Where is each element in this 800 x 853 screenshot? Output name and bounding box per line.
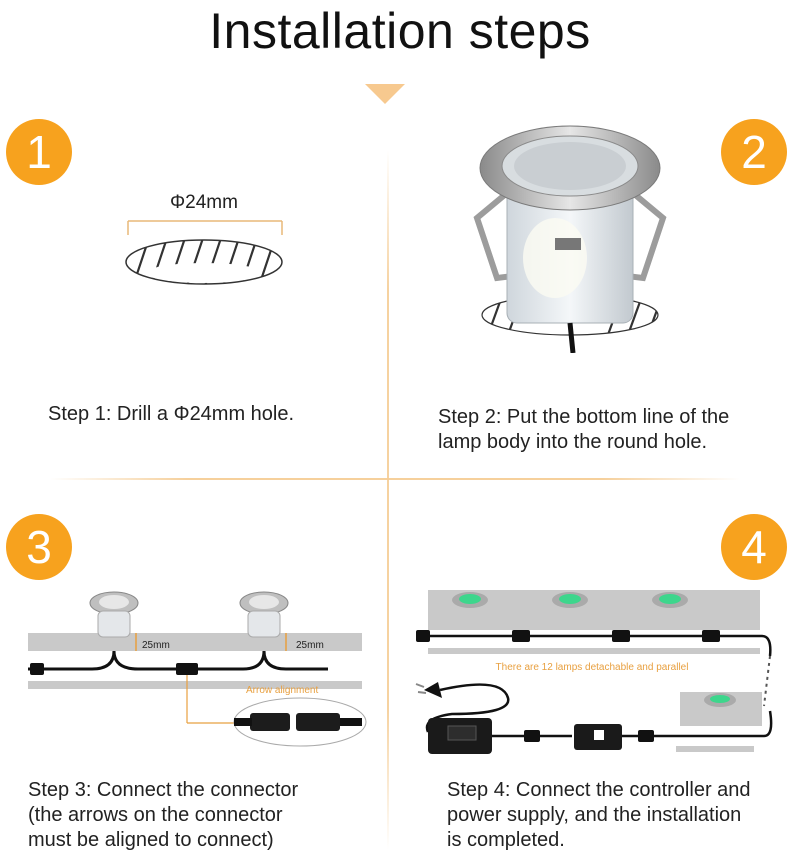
step-1-badge: 1 [6, 119, 72, 185]
step-2-badge: 2 [721, 119, 787, 185]
step-3-badge: 3 [6, 514, 72, 580]
step-2-lamp-image [473, 125, 667, 353]
step-3-text-line-2: (the arrows on the connector [28, 804, 283, 826]
step-4-text: Step 4: Connect the controller and power… [447, 778, 751, 853]
arrow-alignment-label: Arrow alignment [246, 685, 318, 696]
chain-cable [418, 634, 772, 657]
depth-label-left: 25mm [142, 640, 170, 651]
green-lamp-1 [452, 592, 488, 608]
hole-hatch [126, 240, 282, 284]
lamp-right [239, 591, 289, 638]
step-3-text: Step 3: Connect the connector (the arrow… [28, 778, 298, 853]
step-2-text-line-2: lamp body into the round hole. [438, 431, 708, 453]
step-1-hole-diagram: Φ24mm [125, 192, 283, 285]
depth-label-right: 25mm [296, 640, 324, 651]
step-4-badge: 4 [721, 514, 787, 580]
step-4-text-line-3: is completed. [447, 829, 565, 851]
step-4-text-line-1: Step 4: Connect the controller and [447, 779, 751, 801]
horizontal-divider [50, 478, 740, 480]
plug-icon [424, 682, 442, 698]
green-lamp-2 [552, 592, 588, 608]
hole-diameter-label: Φ24mm [170, 192, 238, 213]
lamp-left [89, 591, 139, 638]
step-4-wiring-diagram: There are 12 lamps detachable and parall… [415, 590, 773, 754]
spring-clip-left [473, 190, 514, 282]
step-3-connector-diagram: 25mm 25mm Arrow alignment [28, 591, 367, 747]
step-4-text-line-2: power supply, and the installation [447, 804, 742, 826]
step-1-text: Step 1: Drill a Φ24mm hole. [48, 403, 295, 425]
step-2-text-line-1: Step 2: Put the bottom line of the [438, 406, 730, 428]
step-3-text-line-1: Step 3: Connect the connector [28, 779, 299, 801]
spring-clip-right [626, 190, 667, 282]
page-title: Installation steps [209, 3, 591, 59]
title-arrow-icon [365, 84, 405, 104]
green-lamp-3 [652, 592, 688, 608]
connector-small [176, 663, 198, 675]
connector-closeup [233, 697, 367, 747]
step-3-text-line-3: must be aligned to connect) [28, 829, 274, 851]
green-lamp-4 [710, 695, 730, 703]
vertical-divider [387, 150, 389, 850]
parallel-note: There are 12 lamps detachable and parall… [496, 662, 689, 673]
step-2-text: Step 2: Put the bottom line of the lamp … [438, 405, 729, 455]
